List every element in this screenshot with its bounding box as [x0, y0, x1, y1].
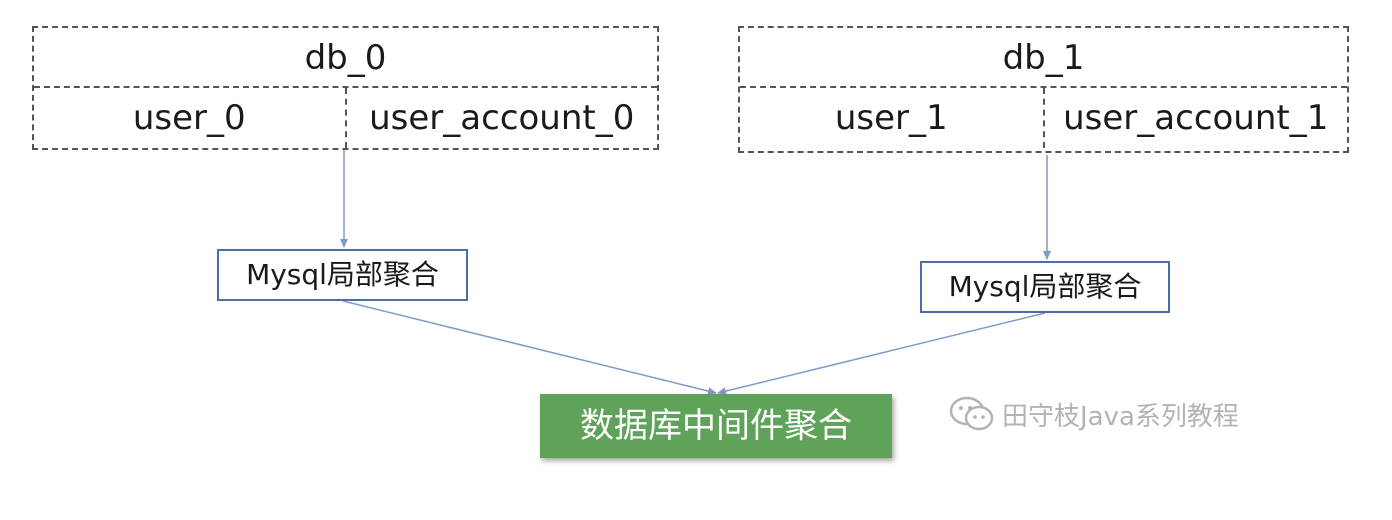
- middleware-aggregation-box: 数据库中间件聚合: [540, 394, 892, 458]
- arrow-agg1-to-middleware: [717, 312, 1046, 395]
- table-cell-user-account: user_account_0: [344, 88, 658, 148]
- database-box-db1: db_1 user_1 user_account_1: [738, 26, 1349, 153]
- arrow-agg0-to-middleware: [342, 300, 717, 395]
- watermark-text: 田守枝Java系列教程: [1002, 401, 1239, 432]
- database-box-db0: db_0 user_0 user_account_0: [32, 26, 659, 150]
- table-cell-user: user_0: [132, 98, 246, 138]
- wechat-icon: [949, 396, 994, 431]
- table-cell-user-account: user_account_1: [1042, 88, 1348, 148]
- local-aggregation-box-1: Mysql局部聚合: [920, 261, 1170, 313]
- table-cell-user: user_1: [834, 98, 948, 138]
- database-title: db_0: [34, 28, 657, 88]
- database-title: db_1: [740, 28, 1347, 88]
- table-row: user_0 user_account_0: [34, 88, 657, 148]
- table-row: user_1 user_account_1: [740, 88, 1347, 148]
- local-aggregation-box-0: Mysql局部聚合: [217, 249, 468, 301]
- watermark: 田守枝Java系列教程: [948, 394, 1239, 434]
